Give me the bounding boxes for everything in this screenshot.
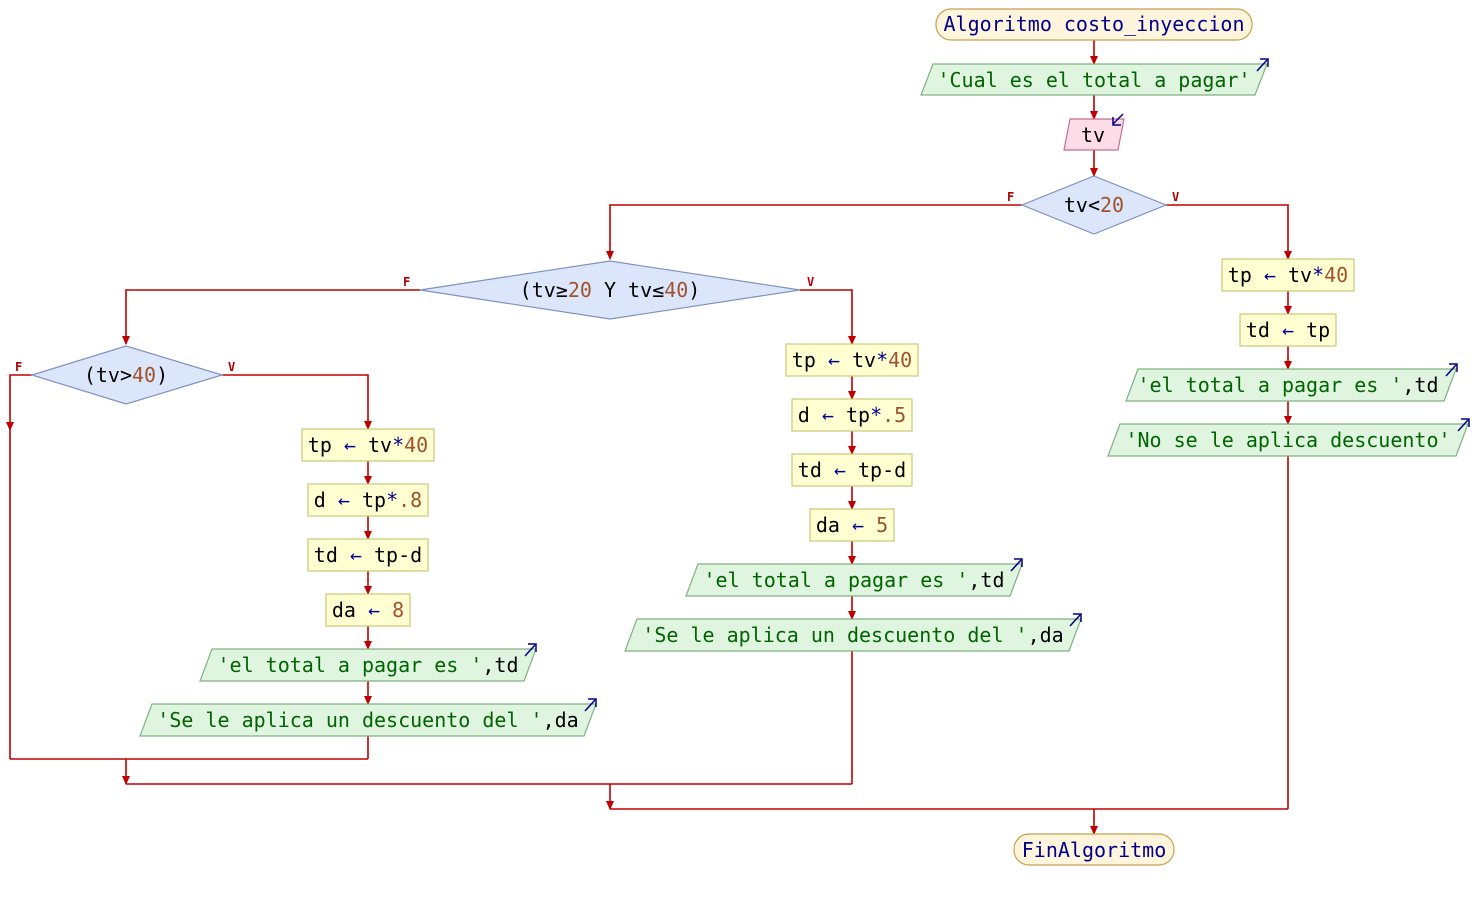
left-d-assign: d ← tp*.8 bbox=[307, 483, 429, 517]
svg-text:da ← 5: da ← 5 bbox=[816, 513, 888, 537]
decision-tv-gt-40: (tv>40) bbox=[29, 345, 225, 405]
right-output-nodesc: 'No se le aplica descuento' bbox=[1107, 418, 1470, 457]
output-arrow-icon bbox=[1010, 558, 1023, 572]
output-arrow-icon bbox=[1256, 58, 1269, 72]
right-tp-assign: tp ← tv*40 bbox=[1221, 258, 1355, 292]
svg-text:'el total a pagar es ',td: 'el total a pagar es ',td bbox=[703, 568, 1004, 592]
output-arrow-icon bbox=[1069, 613, 1082, 627]
svg-text:td ← tp-d: td ← tp-d bbox=[798, 458, 906, 482]
decision-tv-between: (tv≥20 Y tv≤40) bbox=[419, 260, 801, 320]
output-question-text: 'Cual es el total a pagar' bbox=[937, 68, 1250, 92]
cond1-false-label: F bbox=[1007, 190, 1014, 204]
left-output-total: 'el total a pagar es ',td bbox=[199, 643, 537, 682]
input-arrow-icon bbox=[1112, 113, 1124, 126]
cond1-true-label: V bbox=[1172, 190, 1179, 204]
svg-text:d ← tp*.5: d ← tp*.5 bbox=[798, 403, 906, 427]
start-label: Algoritmo costo_inyeccion bbox=[943, 12, 1244, 36]
mid-td-assign: td ← tp-d bbox=[791, 453, 913, 487]
svg-text:da ← 8: da ← 8 bbox=[332, 598, 404, 622]
end-terminal: FinAlgoritmo bbox=[1013, 833, 1175, 866]
svg-text:tp ← tv*40: tp ← tv*40 bbox=[1228, 263, 1348, 287]
mid-d-assign: d ← tp*.5 bbox=[791, 398, 913, 432]
output-arrow-icon bbox=[584, 698, 597, 712]
output-arrow-icon bbox=[1445, 363, 1458, 377]
mid-output-desc: 'Se le aplica un descuento del ',da bbox=[624, 613, 1082, 652]
svg-text:'No se le aplica descuento': 'No se le aplica descuento' bbox=[1125, 428, 1450, 452]
edges bbox=[6, 40, 1292, 835]
svg-text:tp ← tv*40: tp ← tv*40 bbox=[792, 348, 912, 372]
decision1-text: tv<20 bbox=[1064, 193, 1124, 217]
svg-text:'el total a pagar es ',td: 'el total a pagar es ',td bbox=[217, 653, 518, 677]
cond2-true-label: V bbox=[807, 275, 814, 289]
svg-text:tp ← tv*40: tp ← tv*40 bbox=[308, 433, 428, 457]
right-output-total: 'el total a pagar es ',td bbox=[1125, 363, 1458, 402]
cond3-false-label: F bbox=[15, 360, 22, 374]
svg-text:d ← tp*.8: d ← tp*.8 bbox=[314, 488, 422, 512]
left-output-desc: 'Se le aplica un descuento del ',da bbox=[139, 698, 597, 737]
left-td-assign: td ← tp-d bbox=[307, 538, 429, 572]
cond2-false-label: F bbox=[403, 275, 410, 289]
end-label: FinAlgoritmo bbox=[1022, 838, 1167, 862]
output-arrow-icon bbox=[524, 643, 537, 657]
svg-text:td ← tp: td ← tp bbox=[1246, 318, 1330, 342]
output-question: 'Cual es el total a pagar' bbox=[920, 58, 1269, 96]
svg-text:'Se le aplica un descuento del: 'Se le aplica un descuento del ',da bbox=[157, 708, 578, 732]
cond3-true-label: V bbox=[228, 360, 235, 374]
decision-tv-lt-20: tv<20 bbox=[1020, 175, 1168, 235]
left-tp-assign: tp ← tv*40 bbox=[301, 428, 435, 462]
right-td-assign: td ← tp bbox=[1239, 313, 1337, 347]
mid-tp-assign: tp ← tv*40 bbox=[785, 343, 919, 377]
mid-da-assign: da ← 5 bbox=[809, 508, 895, 542]
svg-text:td ← tp-d: td ← tp-d bbox=[314, 543, 422, 567]
svg-text:'el total a pagar es ',td: 'el total a pagar es ',td bbox=[1137, 373, 1438, 397]
svg-text:'Se le aplica un descuento del: 'Se le aplica un descuento del ',da bbox=[642, 623, 1063, 647]
start-terminal: Algoritmo costo_inyeccion bbox=[935, 8, 1253, 41]
input-tv: tv bbox=[1063, 113, 1125, 151]
left-da-assign: da ← 8 bbox=[325, 593, 411, 627]
input-tv-text: tv bbox=[1081, 123, 1105, 147]
decision2-text: (tv≥20 Y tv≤40) bbox=[520, 278, 701, 302]
output-arrow-icon bbox=[1457, 418, 1470, 432]
mid-output-total: 'el total a pagar es ',td bbox=[685, 558, 1023, 597]
decision3-text: (tv>40) bbox=[84, 363, 168, 387]
